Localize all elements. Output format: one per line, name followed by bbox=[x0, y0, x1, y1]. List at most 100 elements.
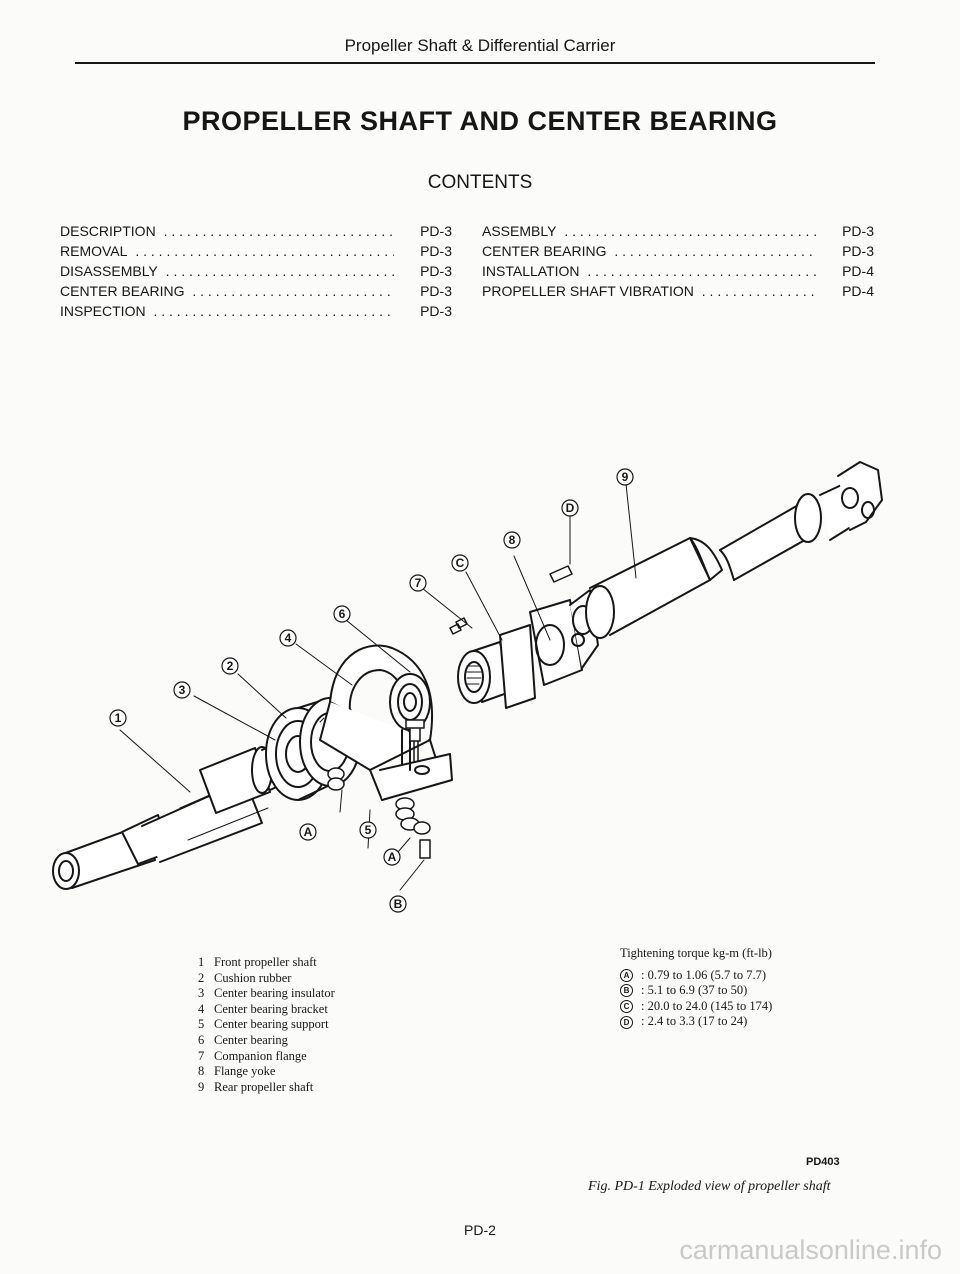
torque-value: : 0.79 to 1.06 (5.7 to 7.7) bbox=[641, 967, 766, 982]
center-bearing bbox=[389, 673, 431, 731]
svg-text:9: 9 bbox=[622, 470, 629, 484]
torque-mark: C bbox=[620, 1000, 633, 1014]
svg-text:D: D bbox=[566, 501, 575, 515]
toc-entry: ASSEMBLY PD-3 bbox=[482, 221, 874, 241]
part-number: 9 bbox=[198, 1079, 205, 1094]
toc-entry-page: PD-3 bbox=[398, 281, 452, 301]
part-number: 8 bbox=[198, 1064, 205, 1079]
toc-leader-dots: INSTALLATION bbox=[482, 261, 816, 281]
torque-row: A : 0.79 to 1.06 (5.7 to 7.7) bbox=[620, 968, 772, 984]
svg-text:1: 1 bbox=[115, 711, 122, 725]
toc-entry-label: INSPECTION bbox=[60, 303, 150, 319]
svg-text:A: A bbox=[388, 850, 397, 864]
part-name: Center bearing support bbox=[214, 1017, 329, 1032]
toc-entry-label: DESCRIPTION bbox=[60, 223, 160, 239]
toc-entry-page: PD-3 bbox=[820, 241, 874, 261]
toc-entry-page: PD-3 bbox=[398, 261, 452, 281]
part-entry: 1 Front propeller shaft bbox=[198, 955, 335, 971]
torque-heading: Tightening torque kg-m (ft-lb) bbox=[620, 946, 772, 960]
svg-text:3: 3 bbox=[179, 683, 186, 697]
toc-entry-label: PROPELLER SHAFT VIBRATION bbox=[482, 283, 698, 299]
torque-row: C : 20.0 to 24.0 (145 to 174) bbox=[620, 999, 772, 1015]
part-name: Companion flange bbox=[214, 1048, 307, 1063]
toc-leader-dots: PROPELLER SHAFT VIBRATION bbox=[482, 281, 816, 301]
running-head: Propeller Shaft & Differential Carrier bbox=[344, 36, 616, 55]
toc-entry-page: PD-3 bbox=[820, 221, 874, 241]
callout-3: 3 bbox=[173, 681, 191, 699]
part-number: 5 bbox=[198, 1017, 205, 1032]
svg-text:4: 4 bbox=[285, 631, 292, 645]
part-number: 1 bbox=[198, 955, 205, 969]
svg-text:C: C bbox=[456, 556, 465, 570]
toc-entry: REMOVAL PD-3 bbox=[60, 241, 452, 261]
toc-entry-label: ASSEMBLY bbox=[482, 223, 561, 239]
rear-propeller-shaft bbox=[585, 461, 883, 639]
callout-4: 4 bbox=[279, 629, 297, 647]
toc-entry-label: CENTER BEARING bbox=[60, 283, 189, 299]
toc-entry: INSTALLATIONPD-4 bbox=[482, 261, 874, 281]
header-rule bbox=[75, 62, 875, 64]
svg-text:A: A bbox=[304, 825, 313, 839]
leader-lines bbox=[119, 483, 637, 891]
toc-leader-dots: INSPECTION bbox=[60, 301, 394, 321]
callout-a-right: A bbox=[383, 848, 401, 866]
torque-value: : 20.0 to 24.0 (145 to 174) bbox=[641, 998, 773, 1013]
svg-text:6: 6 bbox=[339, 607, 346, 621]
exploded-view-diagram: 1 3 2 4 6 7 C 8 D 9 A 5 A B bbox=[52, 461, 883, 913]
toc-leader-dots: DISASSEMBLY bbox=[60, 261, 394, 281]
callout-c: C bbox=[451, 554, 469, 572]
watermark: carmanualsonline.info bbox=[679, 1235, 942, 1265]
svg-text:8: 8 bbox=[509, 533, 516, 547]
callout-b: B bbox=[389, 895, 407, 913]
toc-entry: INSPECTIONPD-3 bbox=[60, 301, 452, 321]
toc-left-column: DESCRIPTIONPD-3REMOVALPD-3DISASSEMBLYPD-… bbox=[60, 221, 452, 321]
part-name: Cushion rubber bbox=[214, 970, 292, 985]
callout-d: D bbox=[561, 499, 579, 517]
toc-entry-label: CENTER BEARING bbox=[482, 243, 611, 259]
callout-1: 1 bbox=[109, 709, 127, 727]
callout-7: 7 bbox=[409, 574, 427, 592]
toc-entry-page: PD-3 bbox=[398, 241, 452, 261]
toc-entry: PROPELLER SHAFT VIBRATION PD-4 bbox=[482, 281, 874, 301]
page-number: PD-2 bbox=[464, 1222, 496, 1238]
part-entry: 5 Center bearing support bbox=[198, 1017, 335, 1033]
figure-caption: Fig. PD-1 Exploded view of propeller sha… bbox=[588, 1179, 831, 1194]
callout-8: 8 bbox=[503, 531, 521, 549]
toc-entry-label: REMOVAL bbox=[60, 243, 132, 259]
torque-mark: B bbox=[620, 984, 633, 998]
callout-a-left: A bbox=[299, 823, 317, 841]
torque-table: Tightening torque kg-m (ft-lb) A : 0.79 t… bbox=[620, 946, 772, 1030]
toc-entry-page: PD-3 bbox=[398, 221, 452, 241]
part-entry: 4 Center bearing bracket bbox=[198, 1002, 335, 1018]
toc-entry: CENTER BEARING PD-3 bbox=[482, 241, 874, 261]
torque-value: : 5.1 to 6.9 (37 to 50) bbox=[641, 983, 748, 998]
page-title: PROPELLER SHAFT AND CENTER BEARING bbox=[182, 106, 778, 136]
torque-row: D: 2.4 to 3.3 (17 to 24) bbox=[620, 1014, 772, 1030]
toc-entry: DESCRIPTION PD-3 bbox=[60, 221, 452, 241]
part-number: 4 bbox=[198, 1001, 205, 1016]
svg-text:7: 7 bbox=[415, 576, 422, 590]
callout-9: 9 bbox=[616, 468, 634, 486]
callout-2: 2 bbox=[221, 657, 239, 675]
part-number: 3 bbox=[198, 986, 205, 1001]
torque-row: B : 5.1 to 6.9 (37 to 50) bbox=[620, 983, 772, 999]
torque-mark: D bbox=[620, 1015, 633, 1029]
toc-entry-page: PD-4 bbox=[820, 281, 874, 301]
part-number: 7 bbox=[198, 1048, 205, 1063]
part-entry: 7 Companion flange bbox=[198, 1049, 335, 1065]
torque-mark: A bbox=[620, 968, 633, 982]
svg-text:2: 2 bbox=[227, 659, 234, 673]
toc-leader-dots: REMOVAL bbox=[60, 241, 394, 261]
svg-text:B: B bbox=[394, 897, 403, 911]
figure-code: PD403 bbox=[806, 1156, 840, 1168]
part-name: Front propeller shaft bbox=[214, 955, 317, 969]
part-name: Center bearing bracket bbox=[214, 1001, 328, 1016]
part-number: 6 bbox=[198, 1032, 205, 1047]
